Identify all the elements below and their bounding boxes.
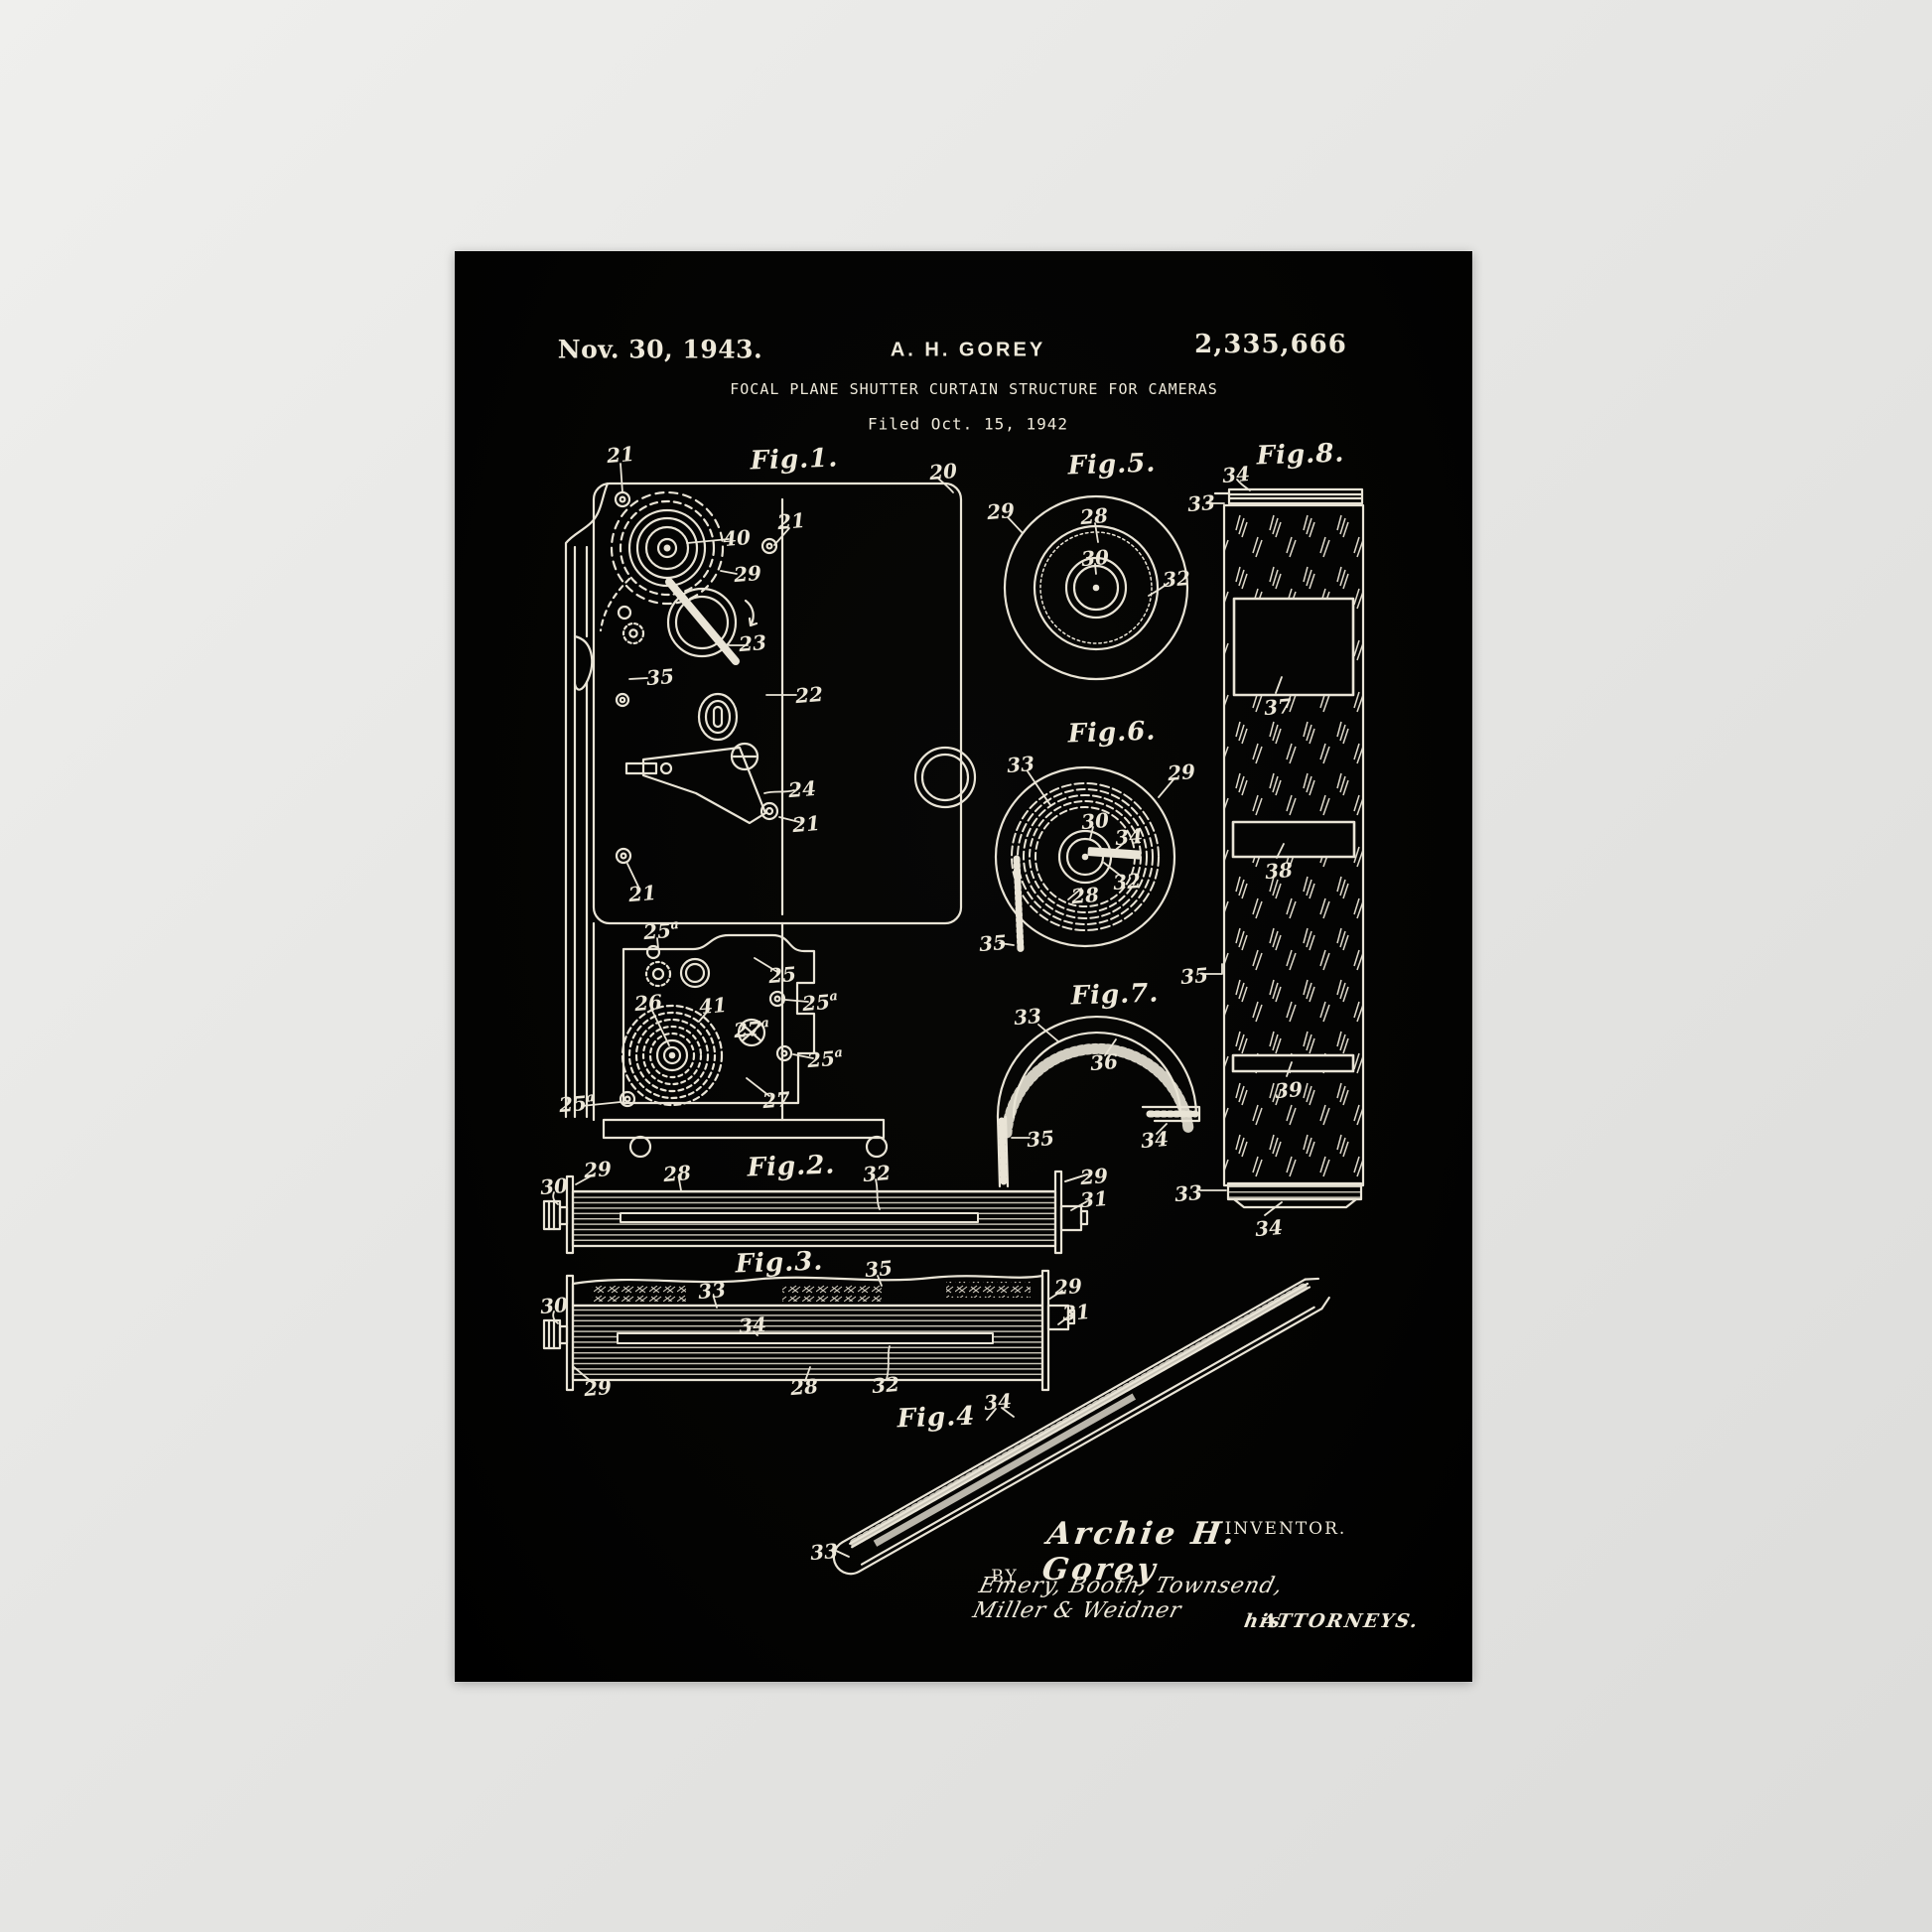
patent-drawing	[542, 463, 1365, 1576]
fig1-leader-lines	[581, 463, 954, 1107]
ref-numeral-28: 28	[662, 1160, 692, 1187]
ref-numeral-29: 29	[1167, 759, 1196, 786]
attorneys-caption: his ATTORNEYS.	[1242, 1610, 1421, 1632]
ref-numeral-35: 35	[1026, 1125, 1055, 1153]
ref-numeral-33: 33	[1186, 489, 1216, 517]
ref-numeral-20: 20	[928, 458, 958, 485]
ref-numeral-22: 22	[794, 681, 824, 709]
attorneys-caption-word: ATTORNEYS.	[1259, 1610, 1422, 1632]
fig2-roller-drawing	[542, 1170, 1089, 1255]
ref-numeral-38: 38	[1264, 857, 1294, 885]
ref-numeral-21: 21	[776, 507, 806, 535]
ref-numeral-32: 32	[871, 1371, 900, 1399]
applicant-name: A. H. GOREY	[890, 339, 1046, 361]
ref-numeral-28: 28	[789, 1373, 819, 1401]
patent-number: 2,335,666	[1194, 330, 1347, 359]
fig6-coiled-curtain-drawing	[994, 765, 1176, 955]
ref-numeral-24: 24	[787, 775, 817, 803]
fig8-curtain-elevation-drawing	[1199, 479, 1365, 1216]
ref-numeral-39: 39	[1274, 1076, 1304, 1104]
ref-numeral-31: 31	[1079, 1185, 1109, 1213]
ref-numeral-33: 33	[809, 1538, 839, 1566]
by-label: BY	[991, 1567, 1019, 1587]
ref-numeral-21: 21	[791, 810, 821, 838]
ref-numeral-29: 29	[583, 1156, 613, 1183]
ref-numeral-31: 31	[1061, 1299, 1091, 1326]
ref-numeral-34: 34	[1221, 461, 1251, 488]
ref-numeral-30: 30	[539, 1173, 569, 1200]
fig4-channel-drawing	[832, 1277, 1330, 1576]
ref-numeral-30: 30	[539, 1292, 569, 1319]
ref-numeral-36: 36	[1089, 1048, 1119, 1076]
ref-numeral-41: 41	[698, 992, 728, 1020]
ref-numeral-35: 35	[978, 929, 1008, 957]
ref-numeral-37: 37	[1263, 693, 1293, 721]
ref-numeral-23: 23	[738, 629, 767, 657]
ref-numeral-21: 21	[627, 880, 657, 907]
ref-numeral-34: 34	[738, 1311, 767, 1339]
ref-numeral-35: 35	[864, 1255, 894, 1283]
ref-numeral-27: 27	[761, 1086, 791, 1114]
ref-numeral-28: 28	[1070, 882, 1100, 909]
ref-numeral-34: 34	[983, 1388, 1013, 1416]
ref-numeral-34: 34	[1114, 823, 1144, 851]
ref-numeral-25: 25	[767, 961, 797, 989]
fig5-roller-end-drawing	[1003, 494, 1189, 681]
ref-numeral-30: 30	[1080, 807, 1110, 835]
ref-numeral-35: 35	[1179, 962, 1209, 990]
ref-numeral-33: 33	[697, 1277, 727, 1305]
patent-title: FOCAL PLANE SHUTTER CURTAIN STRUCTURE FO…	[730, 380, 1218, 398]
fig3-roller-curtain-drawing	[542, 1269, 1076, 1418]
ref-numeral-33: 33	[1013, 1003, 1042, 1031]
ref-numeral-40: 40	[722, 524, 752, 552]
ref-numeral-32: 32	[862, 1160, 892, 1187]
patent-poster: Nov. 30, 1943. A. H. GOREY 2,335,666 FOC…	[455, 251, 1472, 1682]
ref-numeral-33: 33	[1006, 751, 1035, 778]
ref-numeral-29: 29	[583, 1374, 613, 1402]
ref-numeral-21: 21	[606, 441, 635, 469]
ref-numeral-29: 29	[733, 560, 762, 588]
ref-numeral-34: 34	[1254, 1214, 1284, 1242]
ref-numeral-32: 32	[1112, 868, 1142, 896]
ref-numeral-26: 26	[633, 989, 663, 1017]
ref-numeral-34: 34	[1140, 1126, 1170, 1154]
inventor-caption: INVENTOR.	[1224, 1519, 1347, 1539]
fig1-camera-body-drawing	[564, 463, 977, 1159]
fig7-curved-section-drawing	[996, 1015, 1201, 1188]
ref-numeral-35: 35	[645, 663, 675, 691]
ref-numeral-28: 28	[1079, 502, 1109, 530]
ref-numeral-30: 30	[1080, 544, 1110, 572]
ref-numeral-29: 29	[1053, 1273, 1083, 1301]
ref-numeral-32: 32	[1162, 565, 1191, 593]
ref-numeral-29: 29	[986, 497, 1016, 525]
ref-numeral-33: 33	[1173, 1179, 1203, 1207]
filing-date: Filed Oct. 15, 1942	[867, 414, 1069, 434]
patent-date: Nov. 30, 1943.	[557, 335, 763, 364]
